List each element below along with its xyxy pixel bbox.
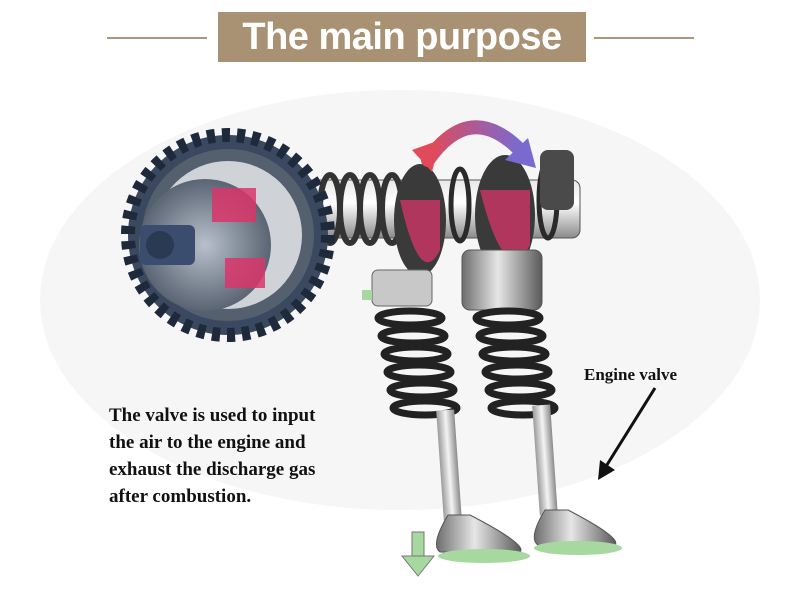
title-rule-right [594, 37, 694, 39]
title-rule-left [107, 37, 207, 39]
valve-spring-right [472, 307, 559, 419]
airflow-arrow-icon [400, 531, 436, 577]
pointer-arrow-icon [598, 387, 657, 480]
valve-head-right [533, 509, 617, 546]
description-line-3: exhaust the discharge gas [109, 459, 316, 480]
valve-head-left [435, 514, 522, 553]
description-line-2: the air to the engine and [109, 432, 306, 453]
rotation-arrow-icon [412, 120, 536, 172]
title-banner: The main purpose [0, 12, 800, 62]
description-text: The valve is used to input the air to th… [109, 402, 409, 510]
valve-right [461, 249, 622, 555]
engine-valve-label: Engine valve [584, 365, 678, 384]
cam-lobe-2-highlight [480, 190, 530, 259]
shaft-end [540, 150, 574, 210]
valve-tappet-right [461, 249, 543, 311]
valve-spring-left [374, 307, 461, 419]
title-box: The main purpose [218, 12, 586, 62]
vvt-chamber-1 [212, 188, 256, 222]
vvt-chamber-2 [225, 258, 265, 288]
page-title: The main purpose [242, 15, 562, 58]
description-line-4: after combustion. [109, 486, 252, 507]
cam-lobe-1-highlight [400, 200, 440, 263]
valve-left [362, 269, 530, 563]
description-line-1: The valve is used to input [109, 405, 316, 426]
vvt-gear [121, 128, 335, 342]
